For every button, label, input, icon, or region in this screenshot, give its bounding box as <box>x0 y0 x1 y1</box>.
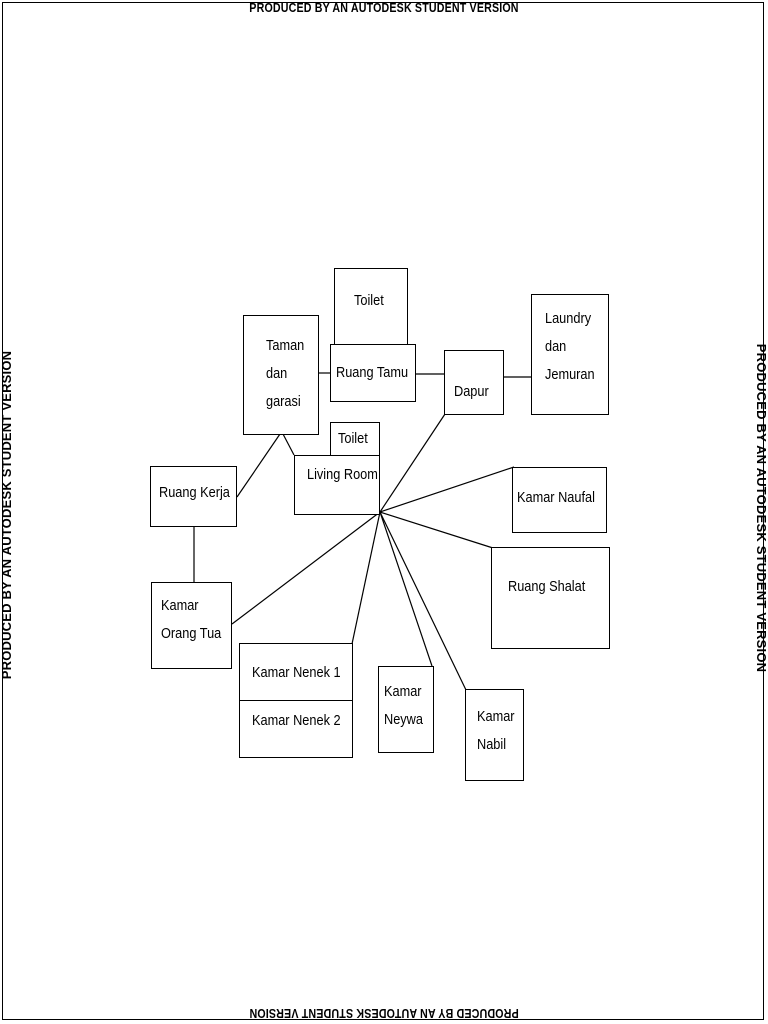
link-hub-kamarnaufal <box>379 466 515 513</box>
room-label: Neywa <box>384 711 423 728</box>
room-label: Kamar Naufal <box>517 489 595 506</box>
room-label: Toilet <box>338 430 368 447</box>
room-dapur: Dapur <box>444 350 504 415</box>
room-label: Nabil <box>477 736 507 753</box>
link-hub-ruangshalat <box>379 511 494 549</box>
room-label: dan <box>545 338 567 355</box>
link-taman-livingroom <box>282 433 295 456</box>
room-label: Kamar <box>161 597 199 614</box>
room-kamar-nabil: Kamar Nabil <box>465 689 524 781</box>
room-label: Laundry <box>545 310 592 327</box>
room-ruang-tamu: Ruang Tamu <box>330 344 416 402</box>
room-toilet-small: Toilet <box>330 422 380 456</box>
room-label: Kamar <box>384 683 422 700</box>
room-label: Dapur <box>454 383 489 400</box>
room-label: Kamar Nenek 1 <box>252 664 341 681</box>
room-kamar-neywa: Kamar Neywa <box>378 666 434 753</box>
room-toilet-top: Toilet <box>334 268 408 345</box>
room-label: Ruang Kerja <box>159 484 230 501</box>
room-label: dan <box>266 365 288 382</box>
room-kamar-orang-tua: Kamar Orang Tua <box>151 582 232 669</box>
room-label: Ruang Tamu <box>336 364 409 381</box>
link-hub-dapur <box>379 413 446 513</box>
room-laundry-dan-jemuran: Laundry dan Jemuran <box>531 294 609 415</box>
room-ruang-shalat: Ruang Shalat <box>491 547 610 649</box>
room-kamar-nenek-2: Kamar Nenek 2 <box>239 700 353 758</box>
link-hub-kamarnenek <box>351 511 381 645</box>
room-label: Kamar <box>477 708 515 725</box>
room-living-room: Living Room <box>294 455 380 515</box>
room-label: Toilet <box>354 292 384 309</box>
room-label: Living Room <box>307 466 378 483</box>
room-label: Orang Tua <box>161 625 222 642</box>
room-label: Kamar Nenek 2 <box>252 712 341 729</box>
room-kamar-nenek-1: Kamar Nenek 1 <box>239 643 353 701</box>
link-hub-kamarneywa <box>379 511 433 667</box>
link-taman-ruangkerja <box>236 433 281 498</box>
link-hub-kamarorangtua <box>231 511 381 625</box>
room-label: Taman <box>266 337 305 354</box>
room-kamar-naufal: Kamar Naufal <box>512 467 607 533</box>
watermark-top: PRODUCED BY AN AUTODESK STUDENT VERSION <box>249 0 519 15</box>
room-label: garasi <box>266 393 301 410</box>
room-ruang-kerja: Ruang Kerja <box>150 466 237 527</box>
room-taman-dan-garasi: Taman dan garasi <box>243 315 319 435</box>
room-label: Ruang Shalat <box>508 578 586 595</box>
link-hub-kamarnabil <box>379 511 467 691</box>
room-label: Jemuran <box>545 366 595 383</box>
